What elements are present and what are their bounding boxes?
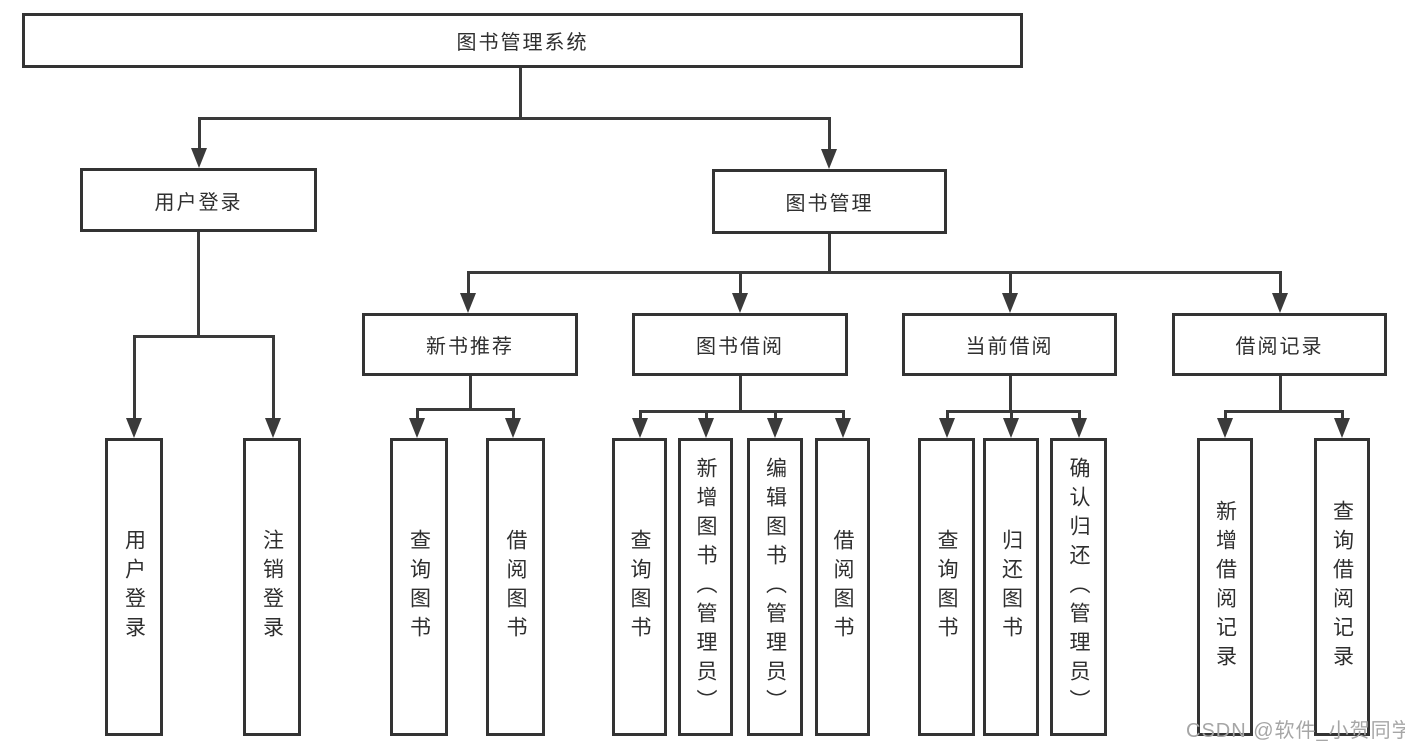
connector-line-vertical bbox=[1009, 376, 1012, 413]
connector-line-vertical bbox=[467, 271, 470, 297]
leaf-cb-query-books: 查询图书 bbox=[918, 438, 975, 736]
leaf-bb-add-book-label: 新增图书（管理员） bbox=[694, 456, 717, 718]
node-book-borrow: 图书借阅 bbox=[632, 313, 848, 376]
leaf-br-add-record: 新增借阅记录 bbox=[1197, 438, 1253, 736]
arrow-down-icon bbox=[1272, 293, 1288, 313]
leaf-br-query-record-label: 查询借阅记录 bbox=[1330, 500, 1354, 674]
node-root-system: 图书管理系统 bbox=[22, 13, 1023, 68]
connector-line-vertical bbox=[1341, 410, 1344, 422]
arrow-down-icon bbox=[767, 418, 783, 438]
connector-line-horizontal bbox=[467, 271, 1282, 274]
leaf-bb-edit-book-label: 编辑图书（管理员） bbox=[763, 456, 787, 718]
leaf-cb-return-books-label: 归还图书 bbox=[999, 529, 1023, 645]
node-book-management: 图书管理 bbox=[712, 169, 947, 234]
node-borrow-records: 借阅记录 bbox=[1172, 313, 1387, 376]
connector-line-vertical bbox=[197, 232, 200, 338]
connector-line-vertical bbox=[1010, 410, 1013, 422]
connector-line-vertical bbox=[198, 117, 201, 152]
node-current-borrow: 当前借阅 bbox=[902, 313, 1117, 376]
leaf-cb-confirm-return-label: 确认归还（管理员） bbox=[1067, 456, 1090, 718]
leaf-nbr-query-books: 查询图书 bbox=[390, 438, 448, 736]
connector-line-horizontal bbox=[1224, 410, 1344, 413]
connector-line-vertical bbox=[639, 410, 642, 422]
connector-line-vertical bbox=[1009, 271, 1012, 297]
node-new-book-recommend-label: 新书推荐 bbox=[426, 336, 514, 358]
arrow-down-icon bbox=[732, 293, 748, 313]
leaf-cb-confirm-return: 确认归还（管理员） bbox=[1050, 438, 1107, 736]
leaf-user-login-label: 用户登录 bbox=[122, 529, 146, 645]
connector-line-horizontal bbox=[133, 335, 275, 338]
arrow-down-icon bbox=[265, 418, 281, 438]
leaf-br-add-record-label: 新增借阅记录 bbox=[1213, 500, 1237, 674]
connector-line-vertical bbox=[946, 410, 949, 422]
leaf-bb-edit-book: 编辑图书（管理员） bbox=[747, 438, 803, 736]
arrow-down-icon bbox=[939, 418, 955, 438]
connector-line-vertical bbox=[512, 408, 515, 422]
connector-line-vertical bbox=[828, 234, 831, 274]
arrow-down-icon bbox=[191, 148, 207, 168]
connector-line-vertical bbox=[133, 335, 136, 422]
arrow-down-icon bbox=[632, 418, 648, 438]
connector-line-vertical bbox=[272, 335, 275, 422]
connector-line-vertical bbox=[1279, 376, 1282, 413]
arrow-down-icon bbox=[409, 418, 425, 438]
leaf-logout-label: 注销登录 bbox=[260, 529, 284, 645]
arrow-down-icon bbox=[126, 418, 142, 438]
arrow-down-icon bbox=[1217, 418, 1233, 438]
leaf-bb-add-book: 新增图书（管理员） bbox=[678, 438, 733, 736]
connector-line-vertical bbox=[739, 376, 742, 413]
connector-line-vertical bbox=[1224, 410, 1227, 422]
leaf-bb-query-books: 查询图书 bbox=[612, 438, 667, 736]
connector-line-vertical bbox=[739, 271, 742, 297]
leaf-user-login: 用户登录 bbox=[105, 438, 163, 736]
arrow-down-icon bbox=[1003, 418, 1019, 438]
leaf-logout: 注销登录 bbox=[243, 438, 301, 736]
arrow-down-icon bbox=[821, 149, 837, 169]
arrow-down-icon bbox=[835, 418, 851, 438]
watermark: CSDN @软件_小贺同学 bbox=[1186, 720, 1405, 742]
connector-line-vertical bbox=[1078, 410, 1081, 422]
node-new-book-recommend: 新书推荐 bbox=[362, 313, 578, 376]
arrow-down-icon bbox=[698, 418, 714, 438]
leaf-cb-query-books-label: 查询图书 bbox=[935, 529, 958, 645]
connector-line-vertical bbox=[1279, 271, 1282, 297]
node-user-login-label: 用户登录 bbox=[154, 191, 243, 214]
connector-line-vertical bbox=[842, 410, 845, 422]
connector-line-horizontal bbox=[198, 117, 831, 120]
connector-line-vertical bbox=[705, 410, 708, 422]
node-root-label: 图书管理系统 bbox=[456, 32, 589, 54]
arrow-down-icon bbox=[1334, 418, 1350, 438]
arrow-down-icon bbox=[460, 293, 476, 313]
leaf-br-query-record: 查询借阅记录 bbox=[1314, 438, 1370, 736]
leaf-bb-query-books-label: 查询图书 bbox=[628, 529, 651, 645]
leaf-nbr-borrow-books: 借阅图书 bbox=[486, 438, 545, 736]
leaf-bb-borrow-books-label: 借阅图书 bbox=[831, 529, 854, 645]
leaf-nbr-borrow-books-label: 借阅图书 bbox=[504, 529, 527, 645]
node-book-management-label: 图书管理 bbox=[785, 193, 874, 215]
leaf-bb-borrow-books: 借阅图书 bbox=[815, 438, 870, 736]
connector-line-vertical bbox=[416, 408, 419, 422]
arrow-down-icon bbox=[1002, 293, 1018, 313]
node-book-borrow-label: 图书借阅 bbox=[696, 336, 784, 358]
node-user-login: 用户登录 bbox=[80, 168, 317, 232]
connector-line-vertical bbox=[519, 68, 522, 118]
connector-line-horizontal bbox=[946, 410, 1081, 413]
node-current-borrow-label: 当前借阅 bbox=[965, 336, 1054, 358]
arrow-down-icon bbox=[1071, 418, 1087, 438]
connector-line-horizontal bbox=[639, 410, 845, 413]
leaf-nbr-query-books-label: 查询图书 bbox=[407, 529, 431, 645]
arrow-down-icon bbox=[505, 418, 521, 438]
connector-line-horizontal bbox=[416, 408, 515, 411]
connector-line-vertical bbox=[774, 410, 777, 422]
node-borrow-records-label: 借阅记录 bbox=[1235, 336, 1324, 358]
connector-line-vertical bbox=[469, 376, 472, 411]
connector-line-vertical bbox=[828, 117, 831, 153]
leaf-cb-return-books: 归还图书 bbox=[983, 438, 1039, 736]
